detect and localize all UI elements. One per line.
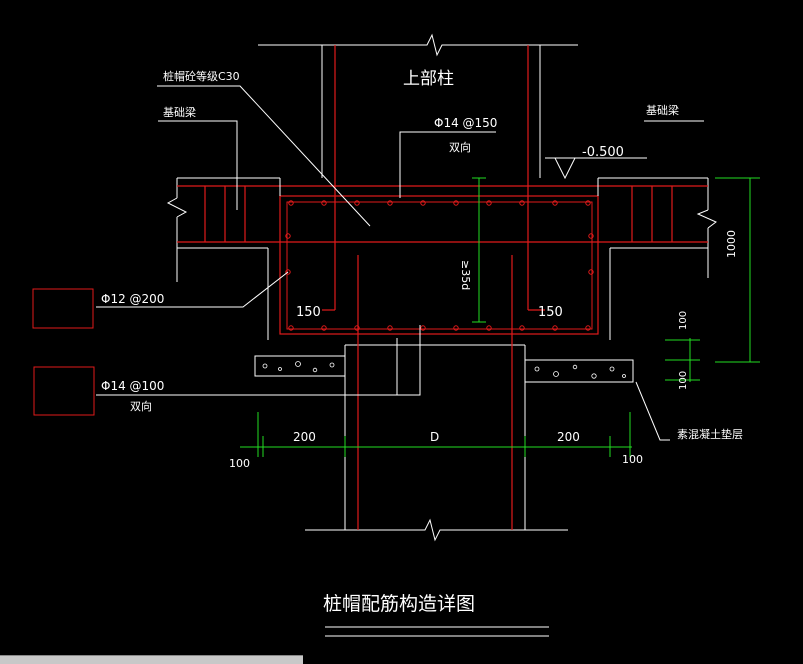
- rebar-dot-bottom: [387, 325, 393, 331]
- rebar-dot-bottom: [453, 325, 459, 331]
- rebar-dot-side: [285, 269, 291, 275]
- side-box-upper: [32, 288, 94, 329]
- cushion-left: [254, 355, 346, 377]
- top-rebar-label: Φ14 @150: [434, 116, 497, 130]
- dim-100-lower: 100: [678, 371, 689, 390]
- dim-1000: 1000: [725, 230, 738, 258]
- cushion-pebble: [262, 363, 268, 369]
- rebar-dot-side: [588, 233, 594, 239]
- rebar-dot-side: [285, 233, 291, 239]
- cushion-pebble: [534, 366, 540, 372]
- dim-100-upper: 100: [678, 311, 689, 330]
- beam-rebars: [177, 185, 708, 243]
- foundation-beam-right-label: 基础梁: [646, 103, 679, 117]
- stirrup-rebar-label: Φ12 @200: [101, 292, 164, 306]
- title-underline: [325, 626, 549, 637]
- anchor-length-label: ≥35d: [459, 260, 472, 290]
- dim-100-left: 100: [229, 457, 250, 470]
- rebar-dot-top: [354, 200, 360, 206]
- dim-200-left: 200: [293, 430, 316, 444]
- cushion-pebble: [591, 373, 597, 379]
- rebar-dot-top: [288, 200, 294, 206]
- cover-right-label: 150: [538, 305, 563, 320]
- rebar-dot-top: [552, 200, 558, 206]
- upper-column-label: 上部柱: [403, 69, 454, 89]
- side-box-lower: [33, 366, 95, 416]
- pile-rebars: [357, 255, 513, 530]
- elevation-label: -0.500: [582, 145, 624, 160]
- top-rebar-note: 双向: [449, 140, 471, 154]
- pile-cap-grade-label: 桩帽砼等级C30: [163, 69, 240, 83]
- rebar-dot-bottom: [288, 325, 294, 331]
- rebar-dot-bottom: [585, 325, 591, 331]
- cushion-pebble: [295, 361, 301, 367]
- rebar-dot-bottom: [519, 325, 525, 331]
- rebar-dot-bottom: [354, 325, 360, 331]
- cushion-pebble: [312, 367, 318, 373]
- dim-d: D: [430, 430, 439, 444]
- cushion-marks: [262, 361, 626, 379]
- rebar-dot-bottom: [420, 325, 426, 331]
- cushion-label: 素混凝土垫层: [677, 427, 743, 441]
- rebar-dot-top: [519, 200, 525, 206]
- foundation-beam-left: [166, 177, 280, 340]
- cushion-right: [524, 359, 634, 383]
- pile-cap: [279, 178, 599, 335]
- column-rebars: [322, 45, 545, 311]
- cushion-pebble: [572, 364, 578, 370]
- foundation-beam-right: [598, 177, 717, 340]
- cushion-pebble: [609, 366, 615, 372]
- cover-left-label: 150: [296, 305, 321, 320]
- dim-100-right: 100: [622, 453, 643, 466]
- cushion-pebble: [553, 371, 559, 377]
- rebar-dot-bottom: [486, 325, 492, 331]
- rebar-dot-top: [387, 200, 393, 206]
- foundation-beam-left-label: 基础梁: [163, 105, 196, 119]
- dim-200-right: 200: [557, 430, 580, 444]
- rebar-dot-side: [588, 269, 594, 275]
- status-bar: [0, 655, 303, 664]
- leader-lines: [96, 85, 704, 441]
- rebar-dot-top: [486, 200, 492, 206]
- rebar-dot-top: [420, 200, 426, 206]
- rebar-dot-top: [453, 200, 459, 206]
- bottom-rebar-note: 双向: [130, 399, 152, 413]
- rebar-dot-bottom: [552, 325, 558, 331]
- green-dimensions: [240, 177, 760, 457]
- rebar-dot-top: [585, 200, 591, 206]
- upper-column: [258, 33, 578, 178]
- cushion-pebble: [278, 367, 282, 371]
- bottom-rebar-label: Φ14 @100: [101, 379, 164, 393]
- rebar-dot-bottom: [321, 325, 327, 331]
- cushion-pebble: [622, 374, 626, 378]
- rebar-dot-top: [321, 200, 327, 206]
- rebar-dots: [285, 200, 594, 331]
- cushion-pebble: [329, 362, 335, 368]
- drawing-title: 桩帽配筋构造详图: [323, 593, 475, 615]
